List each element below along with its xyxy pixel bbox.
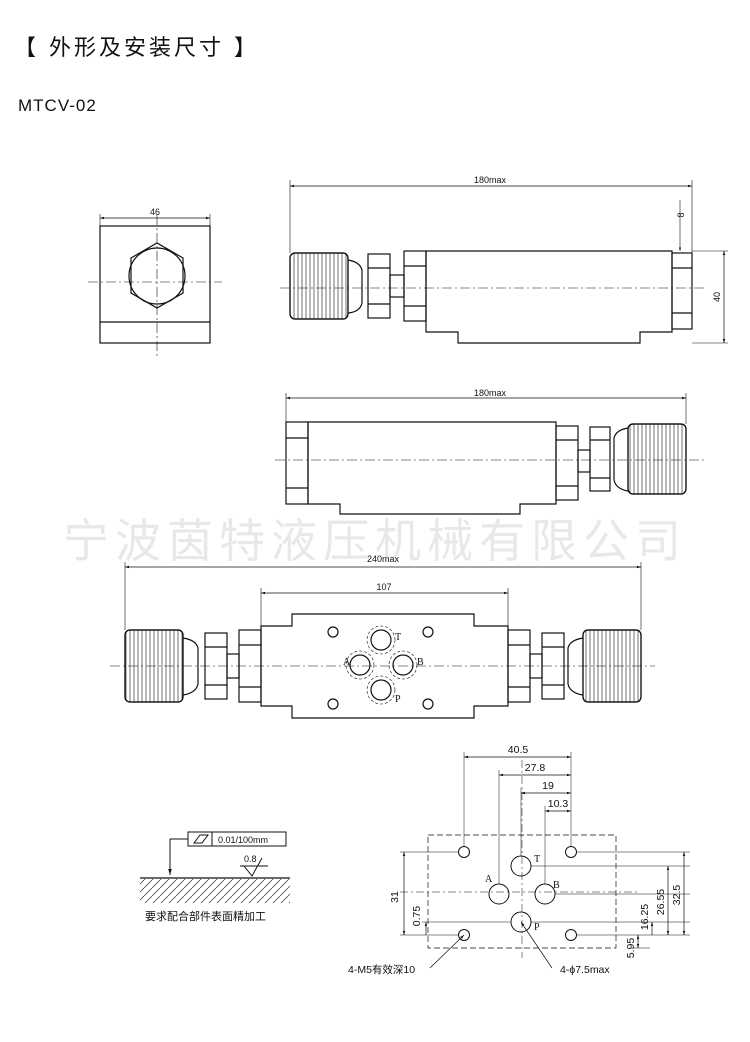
- surface-finish-symbol: [140, 831, 290, 903]
- dim-19: 19: [542, 780, 554, 792]
- end-view: [88, 214, 222, 356]
- dim-16-25: 16.25: [639, 904, 651, 930]
- dim-top-length: 180max: [474, 175, 507, 185]
- roughness-value: 0.8: [244, 854, 257, 864]
- dim-top-height: 40: [712, 292, 722, 302]
- side-view-top: [280, 180, 728, 344]
- iface-port-t: T: [534, 854, 540, 865]
- iface-port-b: B: [553, 880, 560, 891]
- dim-32-5: 32.5: [671, 885, 683, 906]
- flatness-value: 0.01/100mm: [218, 835, 268, 845]
- port-b-label: B: [417, 657, 424, 668]
- iface-port-a: A: [485, 874, 493, 885]
- dim-end-width: 46: [150, 207, 160, 217]
- dim-27-8: 27.8: [525, 762, 546, 774]
- dim-top-small: 8: [676, 212, 686, 217]
- dim-mid-length: 180max: [474, 388, 507, 398]
- interface-view: [400, 752, 690, 969]
- dim-0-75: 0.75: [411, 906, 423, 927]
- dim-body-length: 107: [376, 582, 391, 592]
- dim-40-5: 40.5: [508, 744, 529, 756]
- dim-5-95: 5.95: [625, 938, 637, 959]
- thread-note: 4-M5有效深10: [348, 963, 415, 976]
- port-t-label: T: [395, 632, 401, 643]
- plan-view-bottom: [110, 562, 655, 719]
- section-heading: 【 外形及安装尺寸 】: [14, 36, 259, 61]
- dim-bottom-length: 240max: [367, 554, 400, 564]
- port-a-label: A: [343, 657, 351, 668]
- dim-26-55: 26.55: [655, 889, 667, 915]
- company-watermark: 宁波茵特液压机械有限公司: [63, 514, 687, 568]
- port-size-note: 4-ϕ7.5max: [560, 964, 610, 976]
- surface-caption: 要求配合部件表面精加工: [145, 909, 266, 923]
- port-p-label: P: [395, 694, 401, 705]
- dim-10-3: 10.3: [548, 798, 569, 810]
- dim-31: 31: [389, 891, 401, 903]
- iface-port-p: P: [534, 922, 540, 933]
- model-number: MTCV-02: [18, 96, 97, 115]
- side-view-middle: [275, 393, 705, 515]
